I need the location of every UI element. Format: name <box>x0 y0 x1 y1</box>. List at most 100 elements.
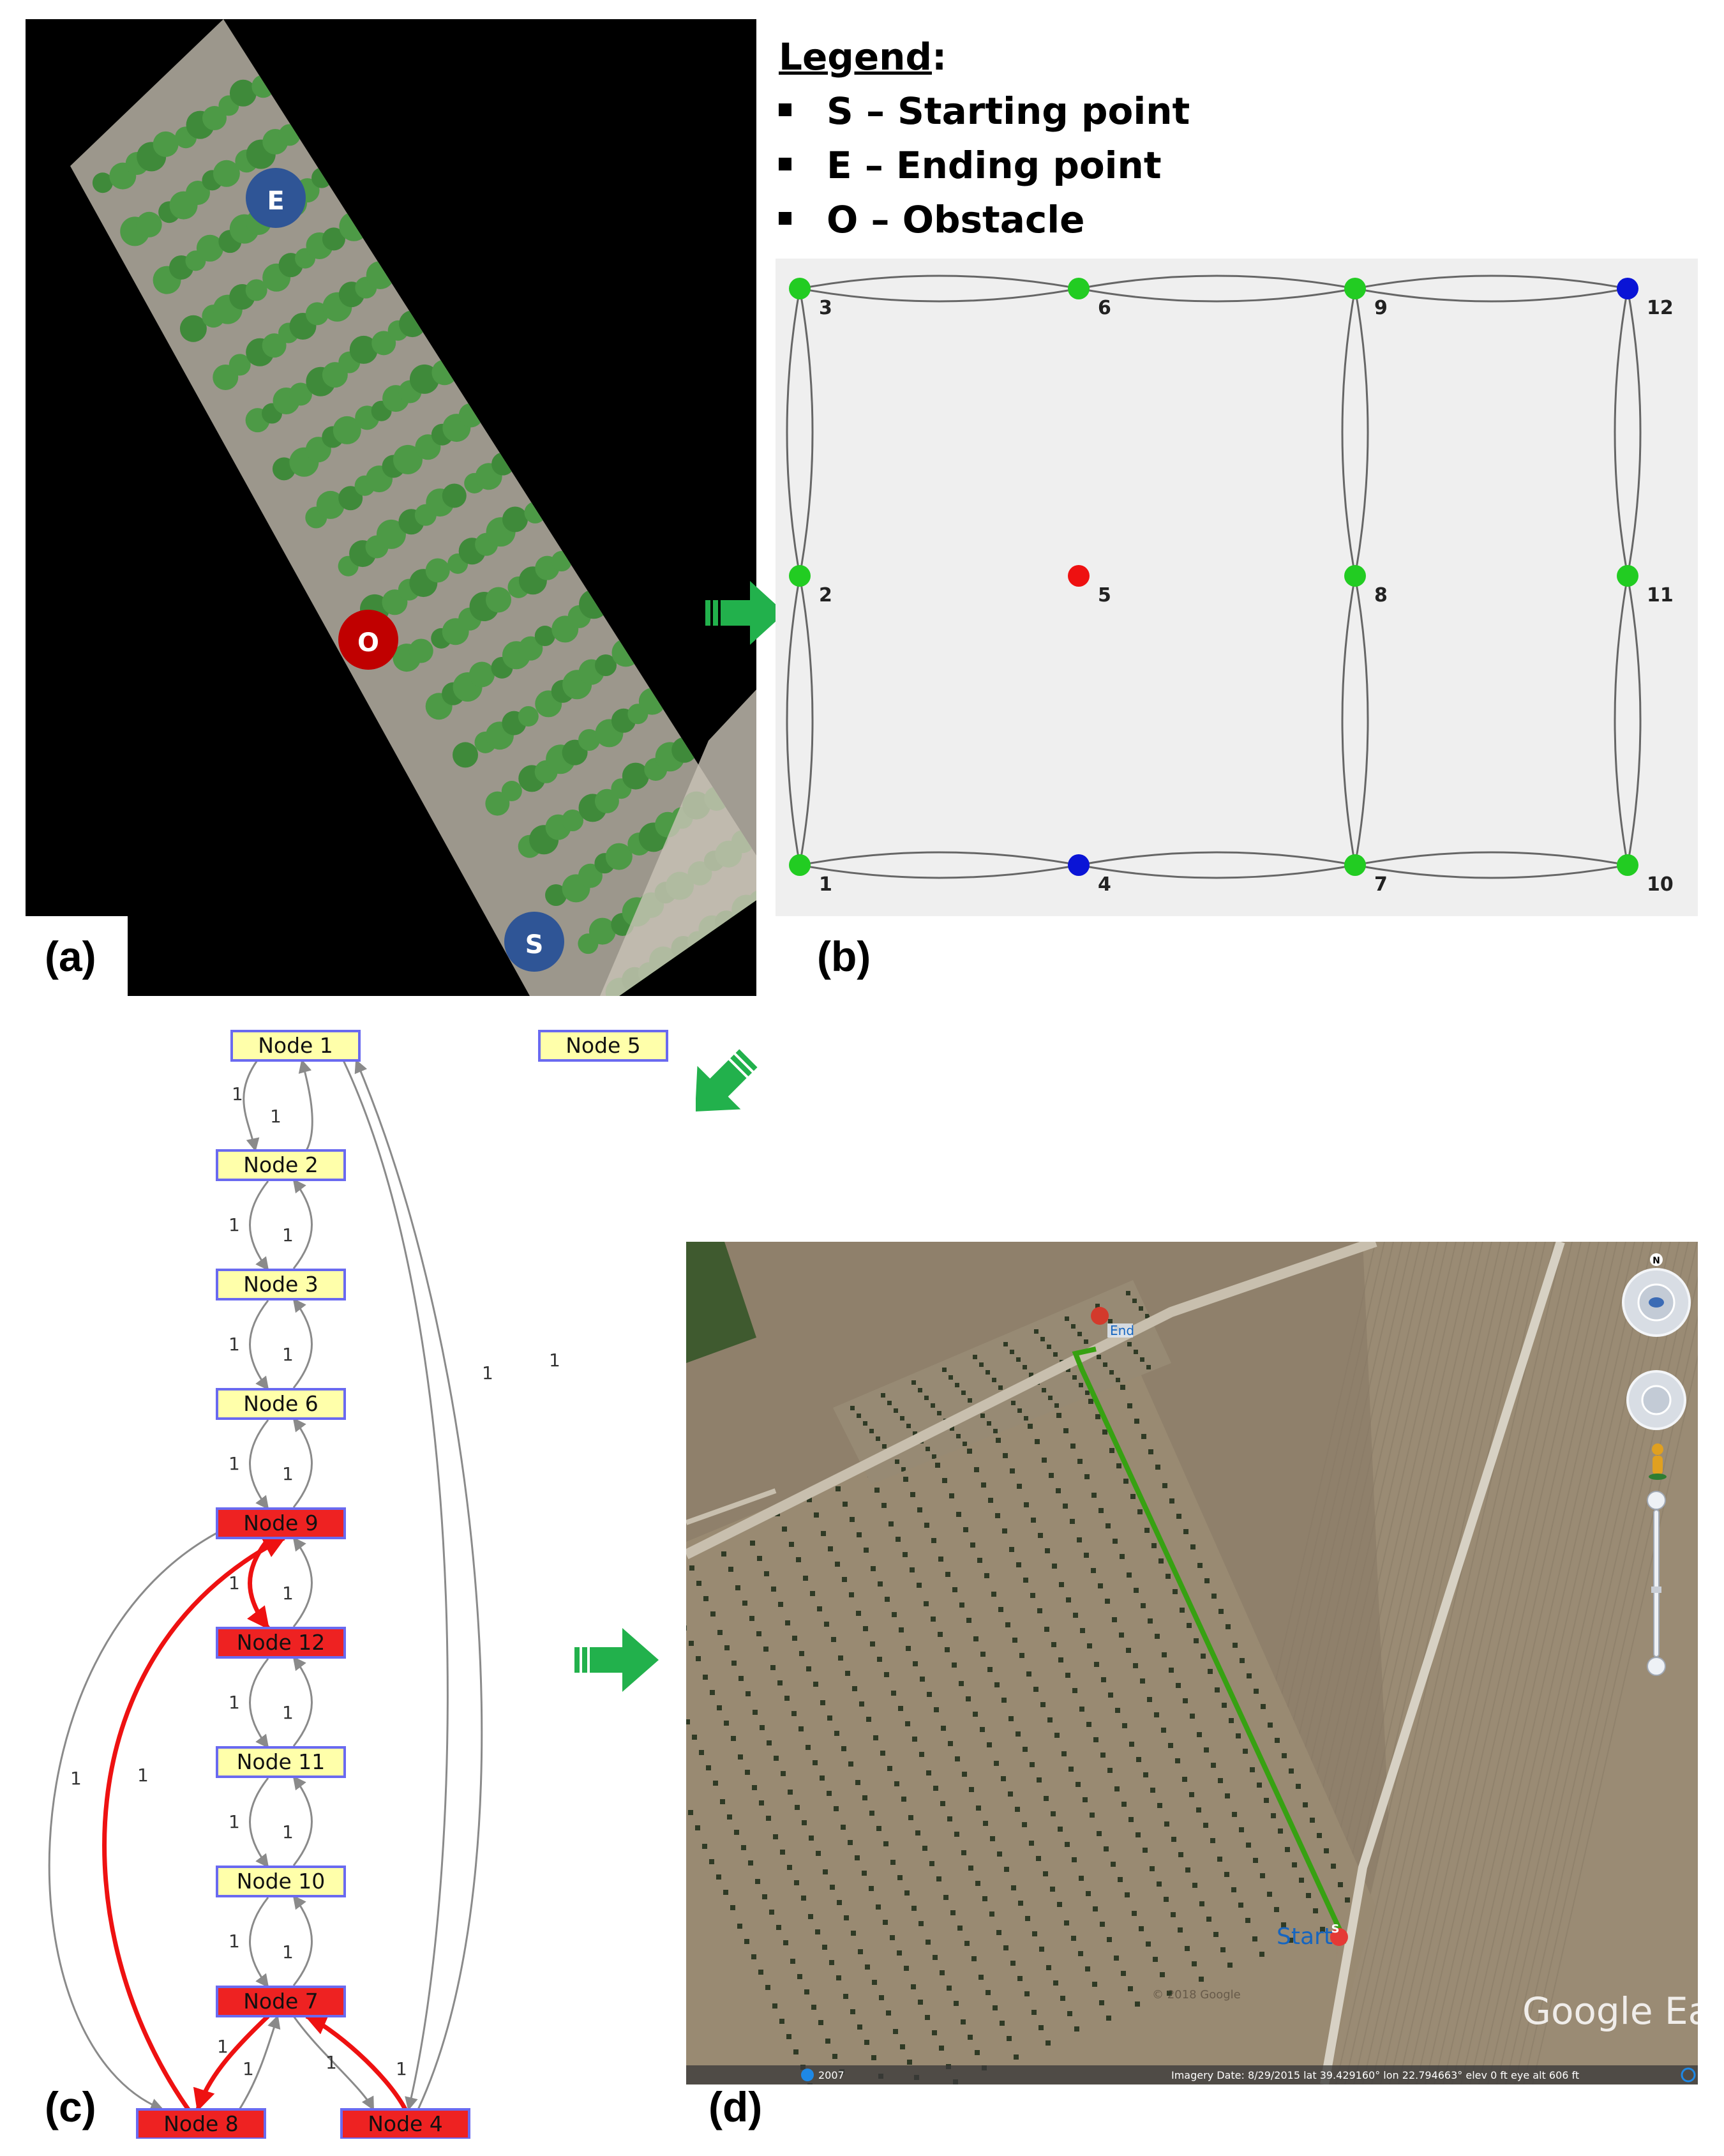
tree <box>882 1444 887 1449</box>
tree <box>871 2055 876 2060</box>
grid-edge <box>1354 575 1369 866</box>
tree <box>919 1752 924 1757</box>
tree <box>940 1970 945 1975</box>
grid-node <box>1617 278 1638 299</box>
tree <box>895 1459 899 1464</box>
tree <box>333 416 361 444</box>
tree <box>1016 1731 1021 1737</box>
tree <box>748 1860 753 1866</box>
edge-weight-label: 1 <box>232 1083 243 1104</box>
tree <box>818 2020 823 2025</box>
legend-colon: : <box>931 35 947 79</box>
navigation-controls[interactable]: N <box>1622 1253 1691 1676</box>
grid-edge <box>786 575 801 866</box>
tree <box>1061 1751 1067 1756</box>
tree <box>1201 1654 1206 1659</box>
tree <box>1157 1803 1162 1808</box>
tree <box>1261 1704 1266 1709</box>
tree <box>966 1696 971 1701</box>
tree <box>1019 1653 1024 1658</box>
tree <box>1218 1609 1224 1614</box>
grid-edge <box>798 575 814 866</box>
tree <box>954 1832 959 1837</box>
tree <box>871 1566 876 1571</box>
tree <box>1053 1352 1058 1357</box>
zoom-track[interactable] <box>1653 1509 1660 1657</box>
tree <box>780 1850 785 1855</box>
tree <box>1032 1931 1037 1936</box>
tree <box>1003 1945 1008 1950</box>
tree <box>1119 1632 1124 1638</box>
tree <box>1048 1396 1053 1400</box>
tree <box>964 1941 970 1946</box>
tree <box>703 1596 708 1601</box>
tree <box>1171 1837 1176 1842</box>
graph-node-n12: Node 12 <box>216 1627 346 1659</box>
grid-node-label: 1 <box>819 873 832 896</box>
tree <box>1250 1767 1255 1772</box>
tree <box>1320 1927 1325 1932</box>
tree <box>1063 1504 1068 1509</box>
tree <box>938 1557 943 1562</box>
graph-node-label: Node 1 <box>258 1033 333 1058</box>
tree <box>1204 1747 1209 1753</box>
copyright-text: © 2018 Google <box>1152 1988 1241 2001</box>
grid-edge <box>798 288 814 577</box>
edge-weight-label: 1 <box>137 1765 149 1786</box>
zoom-slider[interactable] <box>1647 1491 1666 1676</box>
tree <box>1079 1383 1083 1387</box>
tree <box>1116 1378 1120 1382</box>
tree <box>1097 1355 1101 1359</box>
tree <box>750 1541 755 1546</box>
tree <box>857 1532 862 1537</box>
tree <box>1065 1316 1069 1321</box>
grid-edge <box>799 864 1079 879</box>
tree <box>982 1896 987 1901</box>
start-label: Start <box>1277 1924 1333 1950</box>
tree <box>1141 1603 1146 1608</box>
tree <box>1026 1671 1031 1677</box>
tree <box>1213 1932 1218 1937</box>
graph-node-n9: Node 9 <box>216 1507 346 1539</box>
zoom-thumb[interactable] <box>1651 1587 1661 1593</box>
zoom-in-button[interactable] <box>1647 1491 1666 1510</box>
obstacle-marker-label: O <box>357 628 379 658</box>
edge-weight-label: 1 <box>270 1106 281 1127</box>
tree <box>1072 1688 1077 1693</box>
tree <box>824 1622 829 1627</box>
tree <box>1141 1434 1146 1439</box>
tree <box>1147 1697 1152 1702</box>
tree <box>1289 1768 1294 1774</box>
tree <box>883 1841 888 1846</box>
tree <box>1182 1777 1187 1782</box>
tree <box>534 626 555 647</box>
grid-edge <box>1078 864 1356 879</box>
graph-node-n5: Node 5 <box>538 1030 668 1062</box>
tree <box>765 1985 770 1990</box>
tree <box>689 1641 694 1646</box>
tree <box>469 661 495 688</box>
tree <box>1130 1494 1136 1499</box>
tree <box>1245 1918 1250 1923</box>
street-view-pegman-icon[interactable] <box>1649 1444 1667 1480</box>
tree <box>855 1855 860 1860</box>
tree <box>870 1641 875 1647</box>
tree <box>848 1840 853 1845</box>
tree <box>915 1830 920 1836</box>
tree <box>1136 1832 1141 1837</box>
tree <box>1103 1362 1107 1367</box>
dirt-road <box>686 1242 1377 1560</box>
tree <box>1092 1982 1097 1987</box>
edge-weight-label: 1 <box>229 1453 240 1474</box>
tree <box>987 1667 993 1672</box>
edge-weight-label: 1 <box>282 1583 294 1604</box>
tree <box>1211 1763 1216 1768</box>
tree <box>1171 1912 1176 1917</box>
graph-node-box <box>216 1866 346 1897</box>
tree <box>1252 1936 1257 1941</box>
tree <box>578 863 603 888</box>
tree <box>518 706 539 727</box>
zoom-out-button[interactable] <box>1647 1657 1666 1676</box>
tree <box>1139 1926 1144 1931</box>
tree <box>926 1940 931 1945</box>
